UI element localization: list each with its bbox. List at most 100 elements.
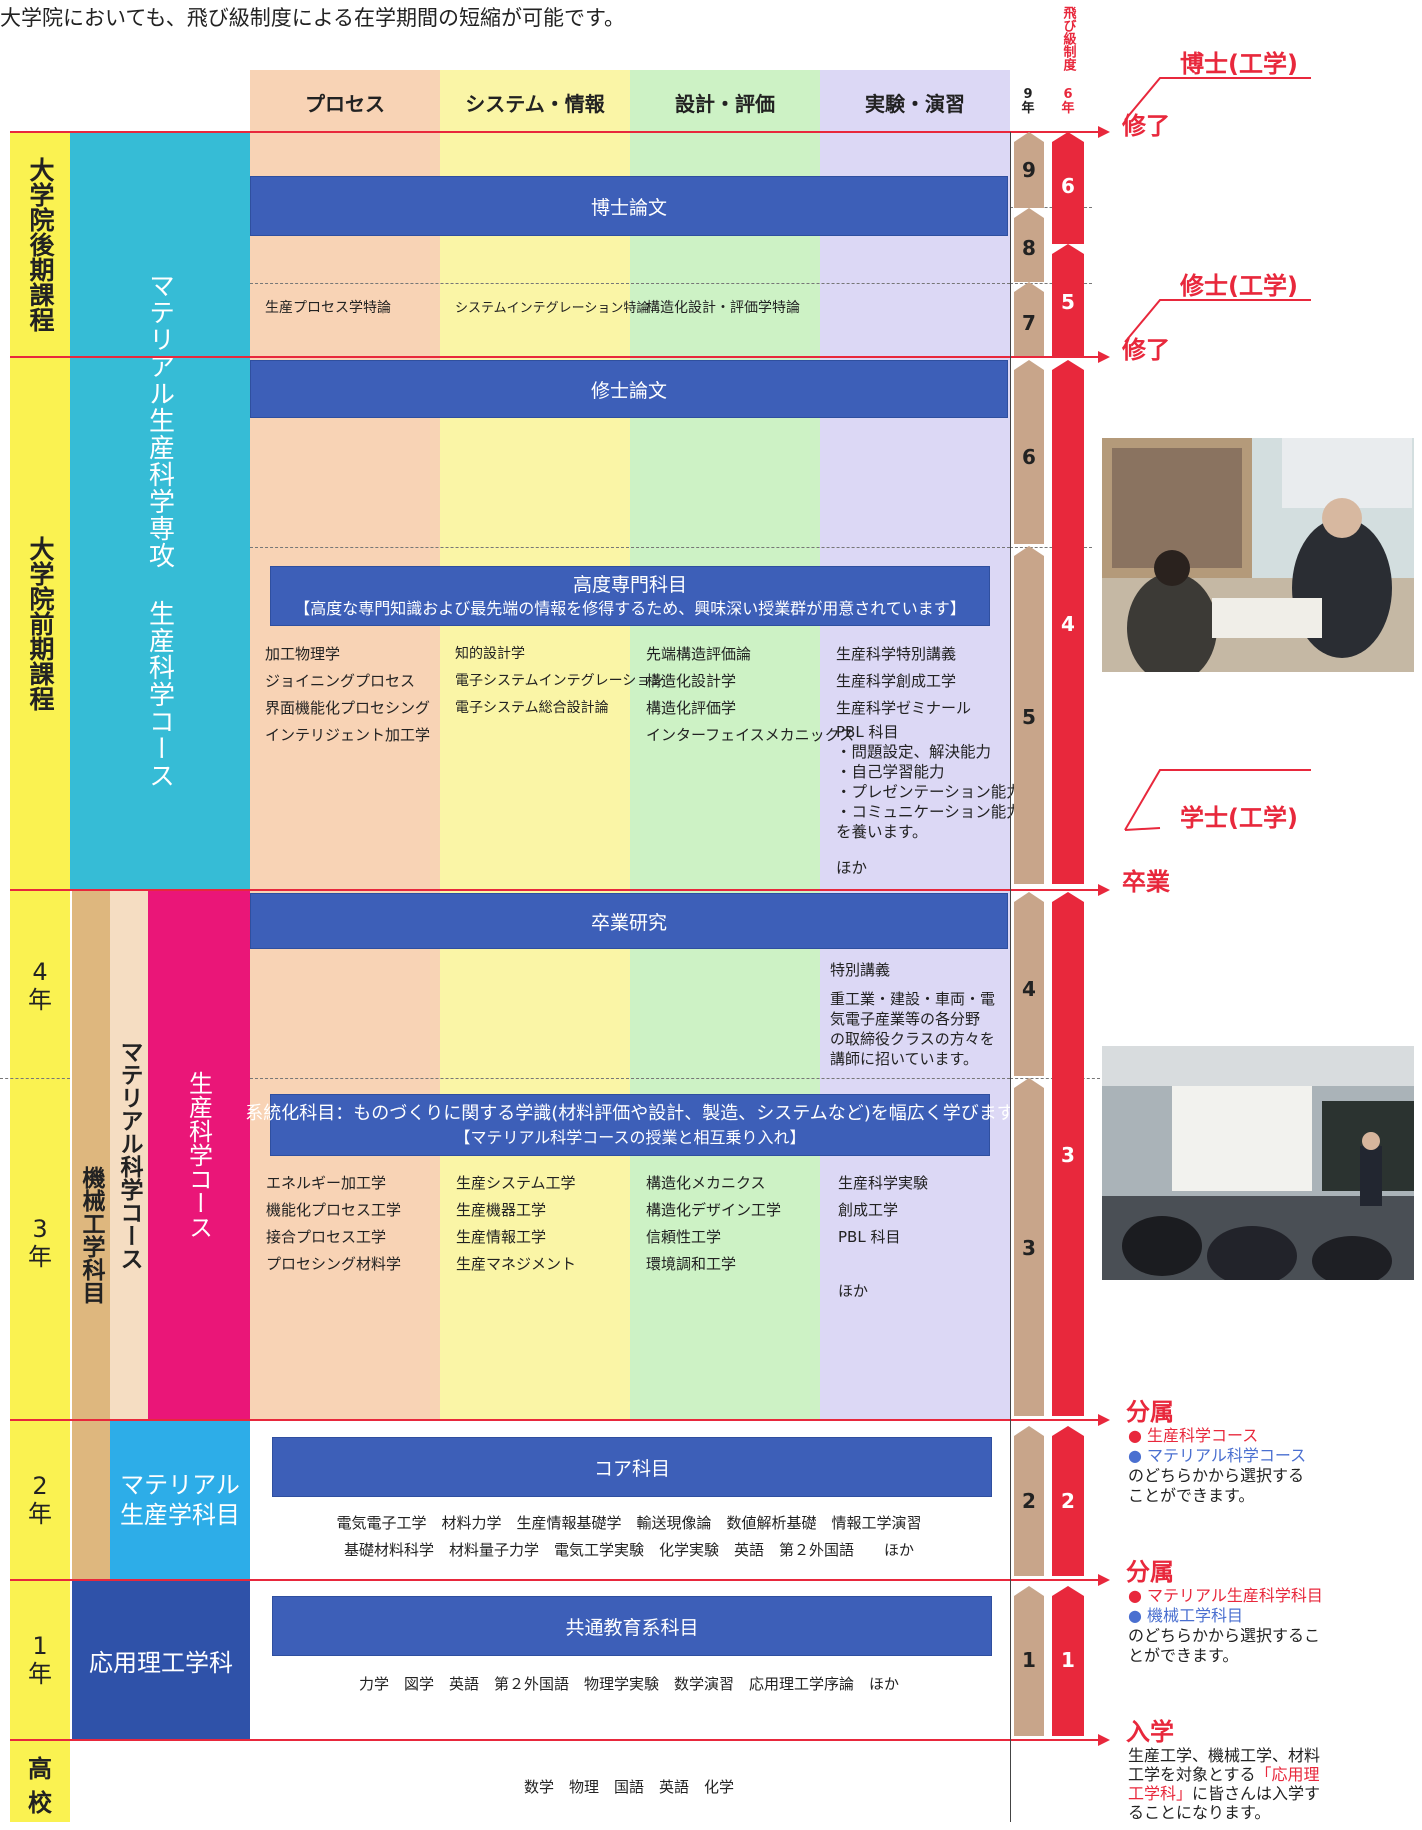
track9-segment [1014, 892, 1044, 1076]
course-item: インターフェイスメカニックス [646, 726, 855, 744]
divider-assign-subject [10, 1579, 1100, 1581]
course-item: 生産科学創成工学 [836, 672, 957, 690]
track9-header: 9 年 [1021, 87, 1035, 116]
course-item: 先端構造評価論 [646, 645, 752, 663]
track9-segment [1014, 546, 1044, 884]
doctoral-course-process: 生産プロセス学特論 [265, 300, 391, 316]
column-header-process: プロセス [305, 92, 385, 116]
divider-master-complete [10, 356, 1100, 358]
assign-subject-info: ● マテリアル生産科学科目 ● 機械工学科目 のどちらかから選択するこ とができ… [1128, 1586, 1323, 1666]
track9-segment [1014, 360, 1044, 544]
column-header-lab: 実験・演習 [865, 92, 965, 116]
course-item: 界面機能化プロセシング [265, 699, 431, 717]
track6-num-4: 4 [1061, 612, 1075, 636]
stage-year1: 1 年 [28, 1632, 52, 1688]
column-header-system: システム・情報 [465, 92, 605, 116]
advanced-courses-design: 先端構造評価論 構造化設計学 構造化評価学 インターフェイスメカニックス [646, 641, 854, 749]
milestone-graduate: 卒業 [1122, 868, 1170, 896]
skip-system-label: 飛び級制度 [1060, 6, 1076, 71]
arrowhead-icon [1098, 126, 1110, 138]
assign-text: ことができます。 [1128, 1486, 1255, 1505]
track9-num-3: 3 [1022, 1236, 1036, 1260]
stage-highschool: 高 校 [28, 1755, 52, 1817]
assign-option: ● マテリアル生産科学科目 [1128, 1586, 1323, 1605]
assign-option: ● 機械工学科目 [1128, 1606, 1244, 1625]
advanced-courses-lab: 生産科学特別講義 生産科学創成工学 生産科学ゼミナール PBL 科目 ・問題設定… [836, 641, 1022, 878]
track6-segment [1052, 1586, 1084, 1736]
stage-year1-bg [10, 1580, 70, 1740]
track6-segment [1052, 244, 1084, 356]
divider-doctor-complete [10, 131, 1100, 133]
milestone-doctor-complete: 修了 [1122, 112, 1170, 140]
degree-doctor: 博士(工学) [1180, 50, 1298, 78]
hs-courses: 数学 物理 国語 英語 化学 [523, 1778, 734, 1796]
course-item: ・コミュニケーション能力 [836, 803, 1022, 821]
stage-year2: 2 年 [28, 1472, 52, 1528]
course-item: ジョイニングプロセス [265, 672, 416, 690]
dashed-line [250, 1078, 1010, 1079]
course-item: 環境調和工学 [646, 1255, 737, 1273]
bullet-icon: ● [1128, 1426, 1148, 1445]
enter-text: 工学科」に皆さんは入学す [1128, 1784, 1321, 1803]
course-item: ・問題設定、解決能力 [836, 743, 992, 761]
systematic-courses-process: エネルギー加工学 機能化プロセス工学 接合プロセス工学 プロセシング材料学 [266, 1170, 401, 1278]
course-item: プロセシング材料学 [266, 1255, 402, 1273]
dashed-line [250, 283, 1010, 284]
special-lecture-line: 重工業・建設・車両・電 [830, 990, 996, 1008]
course-item: 信頼性工学 [646, 1228, 722, 1246]
assign-text: のどちらかから選択する [1128, 1466, 1305, 1485]
hs-bg [250, 1740, 1010, 1822]
doctoral-course-design: 構造化設計・評価学特論 [646, 300, 800, 316]
track6-num-3: 3 [1061, 1143, 1075, 1167]
common-education-bar: 共通教育系科目 [272, 1596, 992, 1656]
stage-year2-bg [10, 1420, 70, 1580]
milestone-master-complete: 修了 [1122, 336, 1170, 364]
track9-segment [1014, 1426, 1044, 1576]
track9-num-2: 2 [1022, 1489, 1036, 1513]
track6-segment [1052, 360, 1084, 884]
course-item: PBL 科目 [838, 1228, 901, 1246]
systematic-courses-lab: 生産科学実験 創成工学 PBL 科目 ほか [838, 1170, 928, 1305]
doctoral-course-system: システムインテグレーション特論 [455, 301, 650, 316]
dept-applied: 応用理工学科 [72, 1580, 250, 1740]
masters-thesis-bar: 修士論文 [250, 360, 1008, 418]
special-lecture-title: 特別講義 [830, 961, 891, 979]
bullet-icon: ● [1128, 1606, 1148, 1625]
core-courses-line2: 基礎材料科学 材料量子力学 電気工学実験 化学実験 英語 第２外国語 ほか [343, 1541, 914, 1559]
arrowhead-icon [1098, 1574, 1110, 1586]
special-lecture-line: 講師に招いています。 [830, 1050, 979, 1068]
track6-segment [1052, 1426, 1084, 1576]
common-courses: 力学 図学 英語 第２外国語 物理学実験 数学演習 応用理工学序論 ほか [358, 1675, 899, 1693]
course-item: 生産システム工学 [456, 1174, 576, 1192]
track9-segment [1014, 132, 1044, 208]
dashed-line [250, 547, 1010, 548]
track6-header: 6 年 [1061, 87, 1075, 116]
course-item: 構造化メカニクス [646, 1174, 766, 1192]
course-item: 構造化設計学 [646, 672, 737, 690]
track9-num-7: 7 [1022, 311, 1036, 335]
assign-option: ● マテリアル科学コース [1128, 1446, 1307, 1465]
graduation-research-bar: 卒業研究 [250, 893, 1008, 949]
course-item: 知的設計学 [455, 646, 525, 662]
course-item: 生産科学実験 [838, 1174, 929, 1192]
stage-hs-bg [10, 1740, 70, 1822]
column-header-design: 設計・評価 [675, 92, 775, 116]
enter-info: 生産工学、機械工学、材料 工学を対象とする「応用理 工学科」に皆さんは入学す る… [1128, 1746, 1320, 1822]
course-item: 接合プロセス工学 [266, 1228, 387, 1246]
bullet-icon: ● [1128, 1446, 1148, 1465]
assign-text: とができます。 [1128, 1646, 1239, 1665]
arrowhead-icon [1098, 351, 1110, 363]
track9-num-8: 8 [1022, 236, 1036, 260]
photo-consultation [1102, 438, 1414, 672]
milestone-assign-course: 分属 [1126, 1398, 1174, 1426]
course-item: インテリジェント加工学 [265, 726, 431, 744]
special-lecture-line: 気電子産業等の各分野 [830, 1010, 981, 1028]
phd-thesis-bar: 博士論文 [250, 176, 1008, 236]
course-item: 加工物理学 [265, 645, 341, 663]
course-item [838, 1251, 928, 1278]
advanced-courses-process: 加工物理学 ジョイニングプロセス 界面機能化プロセシング インテリジェント加工学 [265, 641, 430, 749]
core-courses-line1: 電気電子工学 材料力学 生産情報基礎学 輸送現像論 数値解析基礎 情報工学演習 [336, 1514, 922, 1532]
divider-graduate [10, 889, 1100, 891]
photo-lecture [1102, 1046, 1414, 1280]
track9-num-6: 6 [1022, 445, 1036, 469]
